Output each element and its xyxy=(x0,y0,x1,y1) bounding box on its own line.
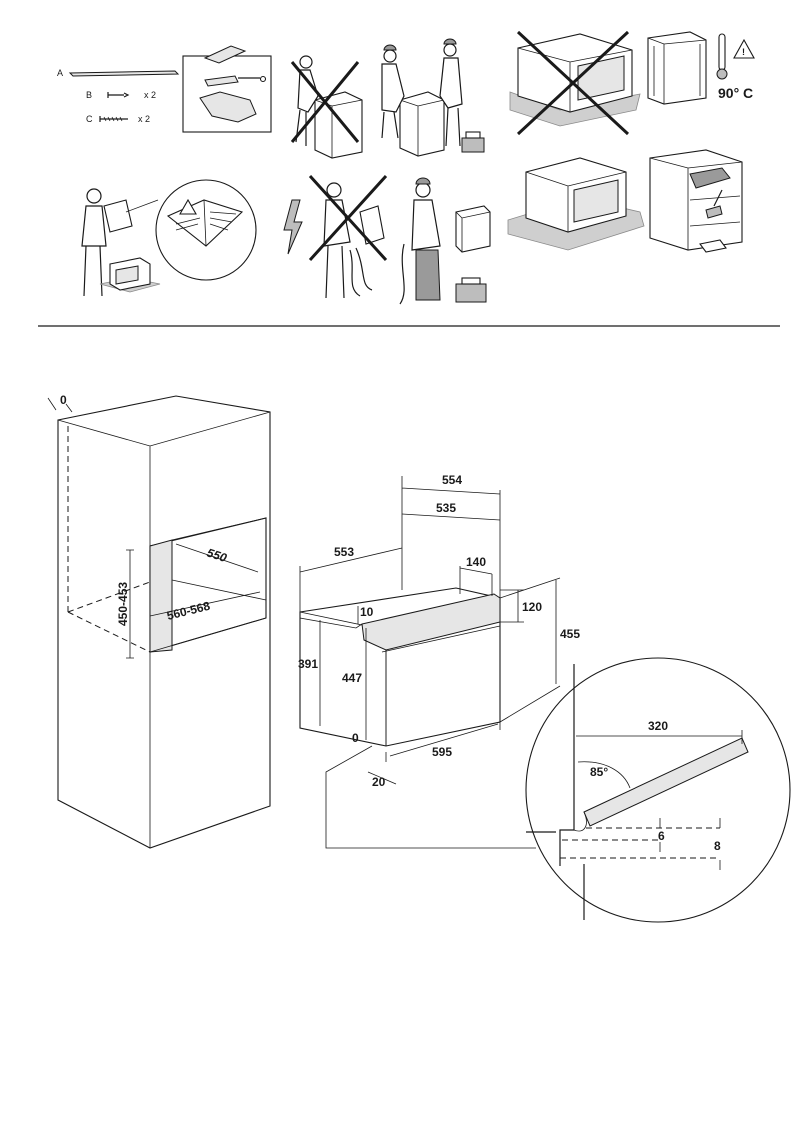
oven-on-base xyxy=(507,157,645,251)
screwdriver-icon xyxy=(204,75,239,87)
oven-total-depth: 554 xyxy=(442,473,462,487)
cabinet-cleaning xyxy=(649,149,743,253)
protective-gloves-icon xyxy=(199,91,257,123)
single-lift-forbidden xyxy=(290,55,363,159)
toolbox-icon xyxy=(455,283,487,303)
oven-dim-10: 10 xyxy=(360,605,374,619)
part-b-qty: x 2 xyxy=(144,90,156,100)
forbidden-cross-icon xyxy=(516,30,630,136)
part-c-label: C xyxy=(86,114,93,124)
oven-height-455: 455 xyxy=(560,627,580,641)
heat-resistance-warning: ! 90° C xyxy=(647,31,755,105)
oven-dim-447: 447 xyxy=(342,671,362,685)
oven-open-door-forbidden xyxy=(509,30,641,136)
warning-triangle-icon xyxy=(733,38,755,59)
toolbox-icon xyxy=(461,137,485,153)
oven-top-140: 140 xyxy=(466,555,486,569)
lightning-bolt-icon xyxy=(283,199,303,255)
gloves-stack-icon xyxy=(203,45,247,64)
helmet-icon xyxy=(383,44,397,51)
part-a-label: A xyxy=(57,68,63,78)
forbidden-cross-icon xyxy=(308,174,388,262)
electric-shock-forbidden xyxy=(283,174,388,299)
oven-side-553: 553 xyxy=(334,545,354,559)
oven-dimension-drawing: 554 535 553 140 120 455 10 391 447 0 595… xyxy=(298,473,580,849)
oven-depth-535: 535 xyxy=(436,501,456,515)
manual-warning-icon xyxy=(179,198,197,215)
part-a-rail xyxy=(68,70,180,77)
helmet-icon xyxy=(415,177,431,185)
part-c-qty: x 2 xyxy=(138,114,150,124)
detail-gap-8: 8 xyxy=(714,839,721,853)
svg-text:!: ! xyxy=(742,47,745,57)
oven-width-595: 595 xyxy=(432,745,452,759)
tools-panel xyxy=(182,45,272,133)
niche-height: 450-453 xyxy=(116,582,130,626)
oven-bottom-0: 0 xyxy=(352,731,359,745)
niche-depth: 550 xyxy=(205,546,229,566)
detail-angle: 85° xyxy=(590,765,608,779)
door-detail-circle: 320 85° 6 8 xyxy=(525,657,791,923)
part-b-label: B xyxy=(86,90,92,100)
dustpan-icon xyxy=(705,205,723,219)
oven-dim-20: 20 xyxy=(372,775,386,789)
detail-gap-6: 6 xyxy=(658,829,665,843)
parts-list: A B x 2 C x 2 xyxy=(57,68,180,124)
niche-cabinet-drawing: 0 450-453 550 560-568 xyxy=(47,393,271,849)
oven-dim-120: 120 xyxy=(522,600,542,614)
max-temperature: 90° C xyxy=(718,85,753,101)
part-b-screw xyxy=(107,92,130,98)
qualified-electrician xyxy=(399,177,491,305)
niche-top-gap: 0 xyxy=(60,393,67,407)
oven-dim-391: 391 xyxy=(298,657,318,671)
thermometer-icon xyxy=(718,33,726,71)
two-person-lift xyxy=(381,38,485,157)
forbidden-cross-icon xyxy=(290,61,360,143)
detail-width-320: 320 xyxy=(648,719,668,733)
read-manual xyxy=(81,179,257,297)
